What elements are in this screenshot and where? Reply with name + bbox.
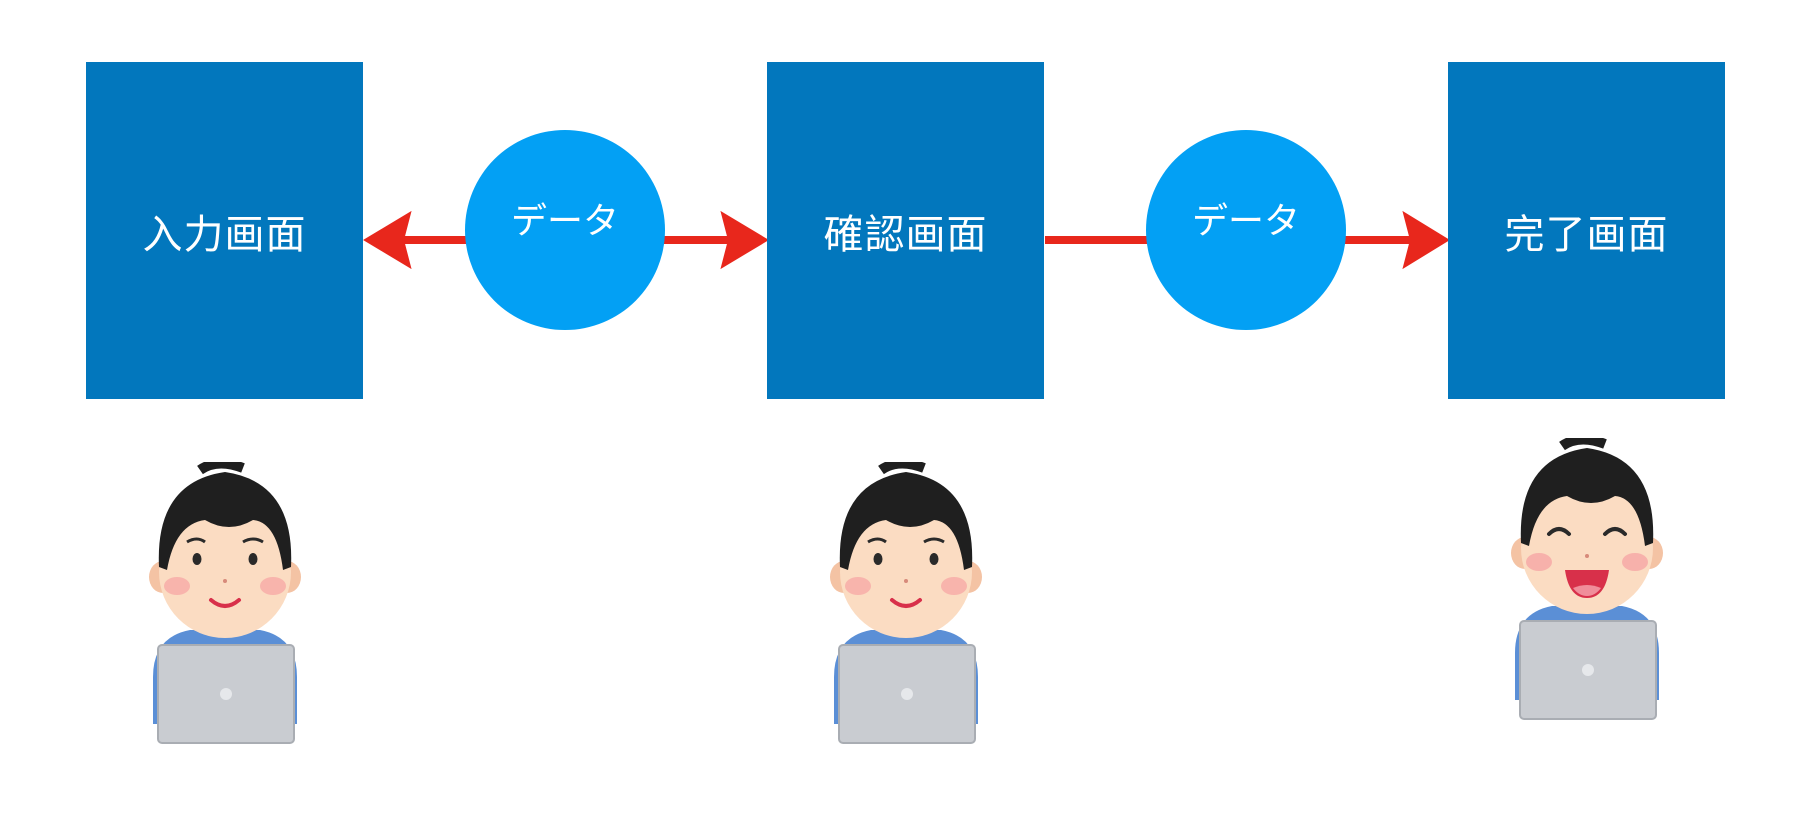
input-screen-label: 入力画面	[142, 211, 307, 258]
bidirectional-arrow	[363, 210, 769, 270]
data-bubble-2-label: データ	[1191, 201, 1300, 242]
input-screen-box: 入力画面	[86, 62, 363, 399]
complete-screen-box: 完了画面	[1448, 62, 1725, 399]
person-with-laptop-icon	[149, 462, 301, 744]
data-bubble-1: データ	[465, 130, 665, 330]
confirm-screen-box: 確認画面	[767, 62, 1044, 399]
person-with-laptop-icon	[830, 462, 982, 744]
complete-screen-label: 完了画面	[1504, 211, 1669, 258]
confirm-screen-label: 確認画面	[823, 211, 988, 258]
data-bubble-2: データ	[1146, 130, 1346, 330]
happy-person-with-laptop-icon	[1511, 438, 1663, 720]
forward-arrow	[1045, 210, 1450, 270]
data-bubble-1-label: データ	[510, 201, 619, 242]
